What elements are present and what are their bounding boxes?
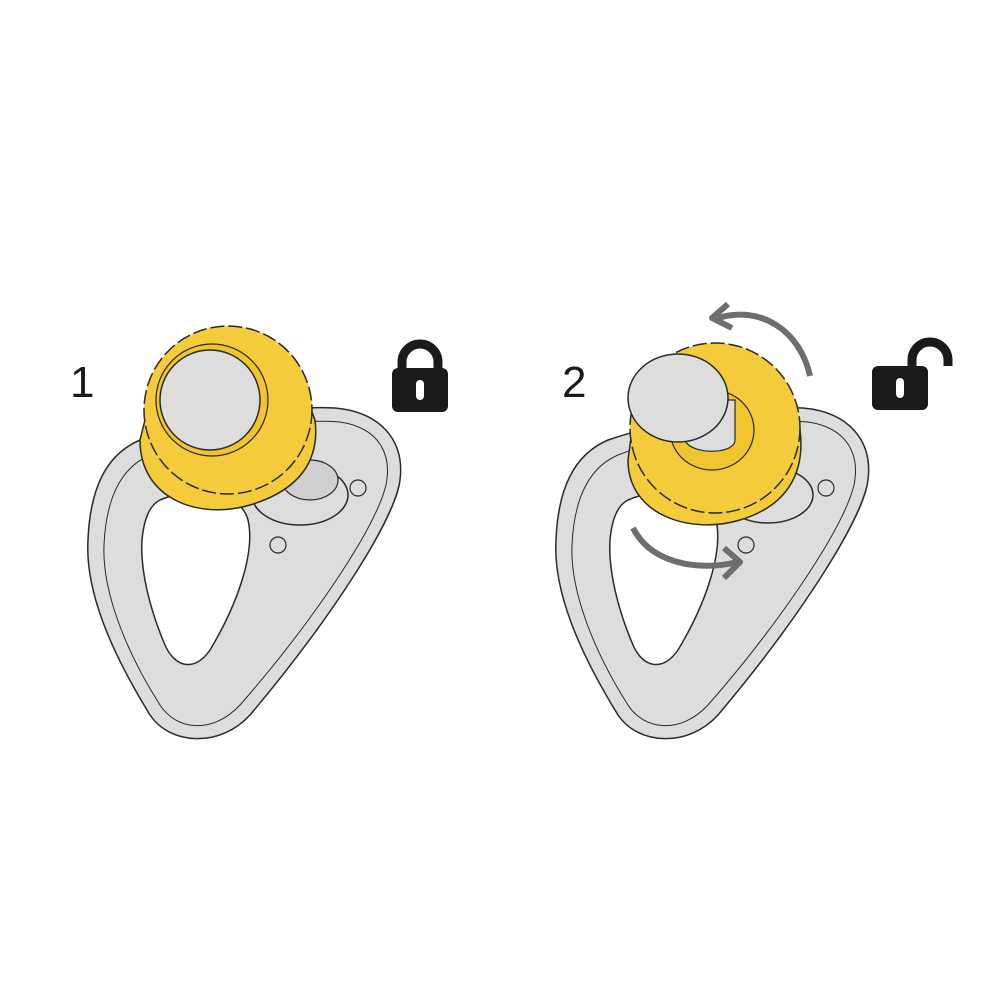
step-2-number: 2 <box>562 358 587 407</box>
lock-open-icon <box>872 337 953 410</box>
plate-rivet <box>737 536 755 554</box>
knob-cap <box>627 353 729 443</box>
rotate-arrow-icon <box>709 301 813 377</box>
plate-inner-edge <box>103 420 388 727</box>
knob-cap <box>159 349 261 451</box>
lock-closed-icon <box>392 339 448 412</box>
plate-inner-edge <box>571 420 856 727</box>
plate-rivet <box>269 536 287 554</box>
step-1-number: 1 <box>70 358 95 407</box>
step-2-hanger <box>555 342 870 740</box>
step-1-hanger <box>87 325 402 740</box>
plate-rivet <box>349 479 367 497</box>
plate-rivet <box>817 479 835 497</box>
rotate-arrow-icon <box>630 526 743 581</box>
